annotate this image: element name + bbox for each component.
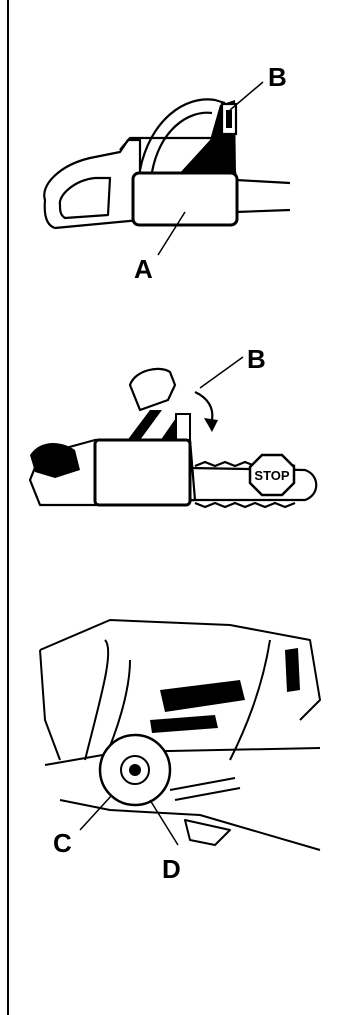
callout-label-b-2: B [247, 344, 266, 374]
callout-label-a: A [134, 254, 153, 284]
stop-sign-text: STOP [254, 468, 289, 483]
figure-1-labels: B A [0, 40, 340, 300]
figure-sprocket-detail: C D [0, 600, 340, 890]
figure-3-labels: C D [0, 600, 340, 890]
callout-label-d: D [162, 854, 181, 884]
figure-chain-brake-stop: B STOP [0, 330, 340, 530]
figure-2-labels: B STOP [0, 330, 340, 530]
callout-label-c: C [53, 828, 72, 858]
callout-label-b: B [268, 62, 287, 92]
figure-chain-brake-guard: B A [0, 40, 340, 300]
